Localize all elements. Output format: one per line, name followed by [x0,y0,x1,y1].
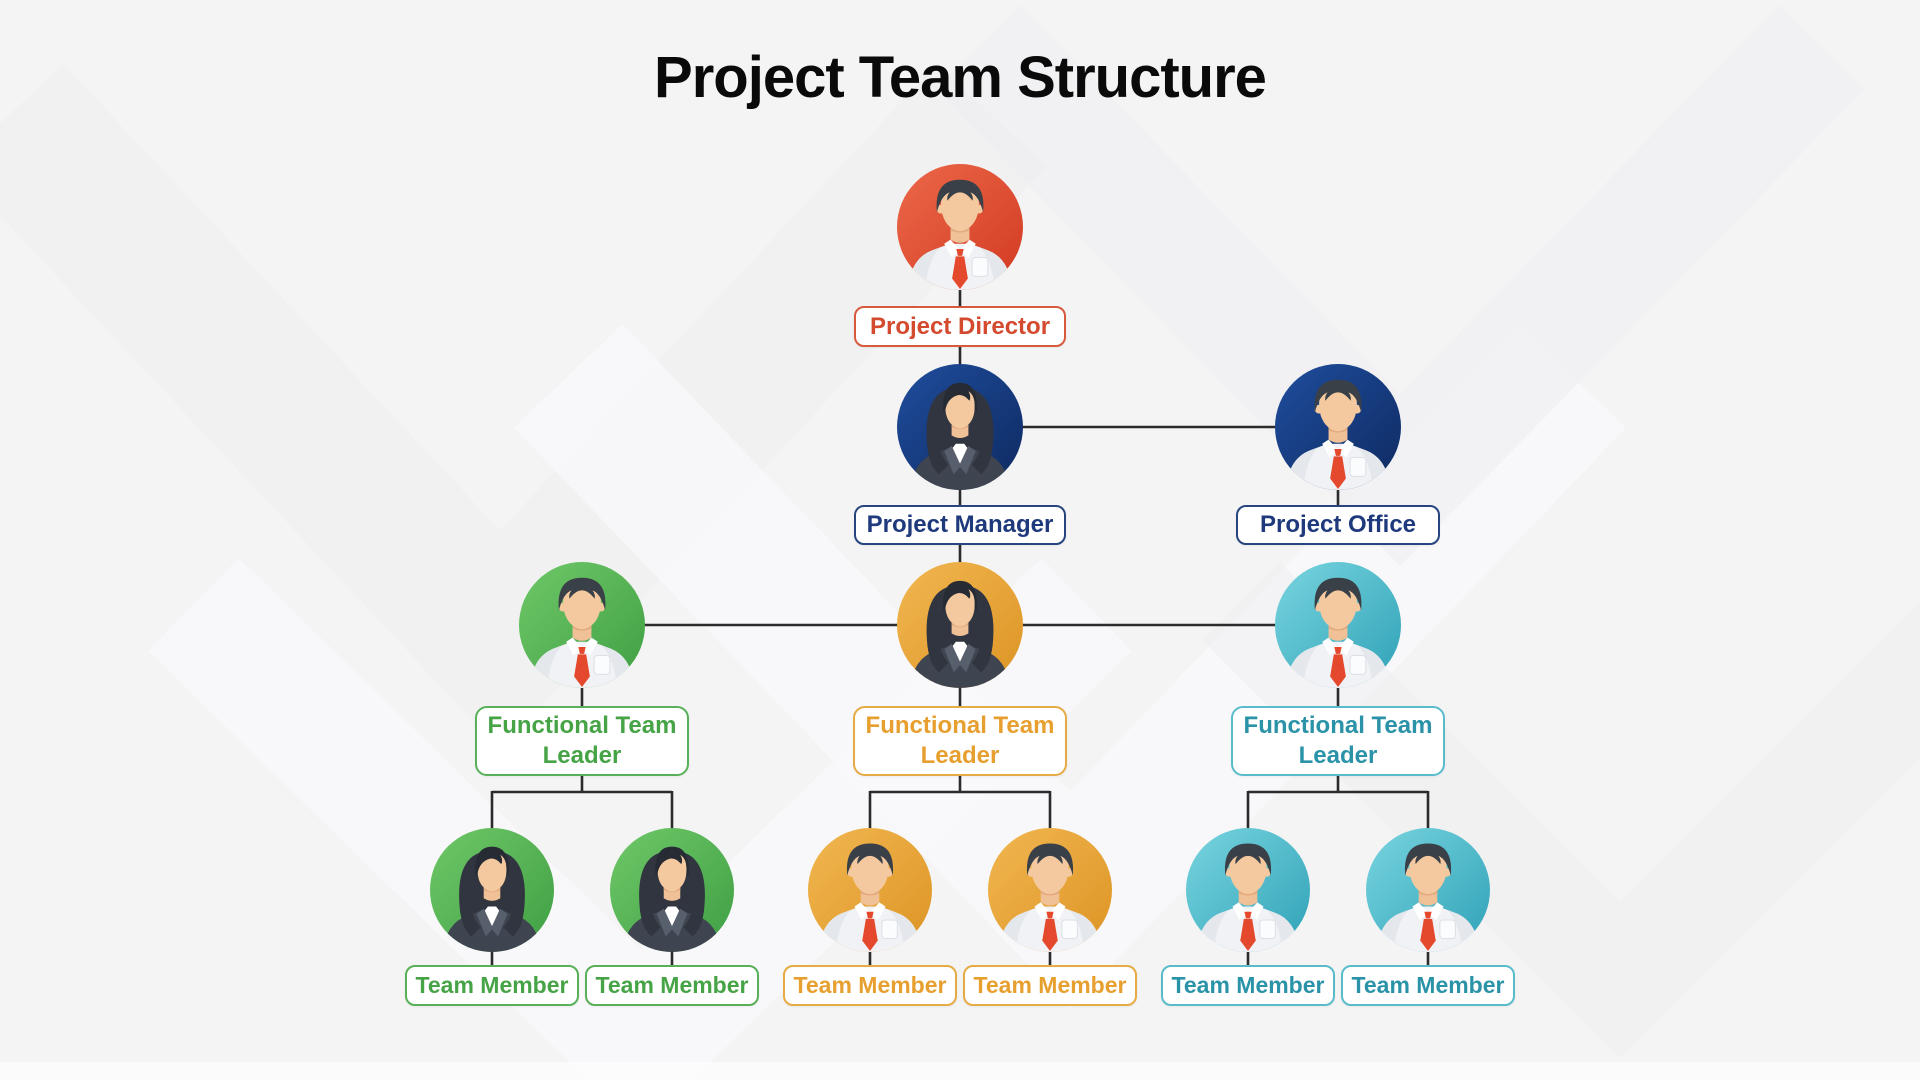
avatar-project-office-icon [1275,364,1401,490]
label-functional-team-leader-teal: Functional Team Leader [1231,706,1445,776]
avatar-functional-team-leader-teal-icon [1275,562,1401,688]
label-project-office: Project Office [1236,505,1440,545]
label-team-member-green-2: Team Member [585,965,759,1006]
avatar-project-director-icon [897,164,1023,290]
label-team-member-green-1: Team Member [405,965,579,1006]
avatar-functional-team-leader-amber-icon [897,562,1023,688]
avatar-team-member-amber-1-icon [808,828,932,952]
label-team-member-teal-1: Team Member [1161,965,1335,1006]
avatar-team-member-teal-1-icon [1186,828,1310,952]
avatar-team-member-amber-2-icon [988,828,1112,952]
label-project-manager: Project Manager [854,505,1066,545]
label-team-member-teal-2: Team Member [1341,965,1515,1006]
label-team-member-amber-2: Team Member [963,965,1137,1006]
connector-group [490,288,1430,966]
label-project-director: Project Director [854,306,1066,347]
label-functional-team-leader-green: Functional Team Leader [475,706,689,776]
avatar-functional-team-leader-green-icon [519,562,645,688]
avatar-team-member-green-1-icon [430,828,554,952]
label-team-member-amber-1: Team Member [783,965,957,1006]
page-title: Project Team Structure [654,45,1267,110]
avatar-team-member-teal-2-icon [1366,828,1490,952]
avatar-project-manager-icon [897,364,1023,490]
avatar-team-member-green-2-icon [610,828,734,952]
label-functional-team-leader-amber: Functional Team Leader [853,706,1067,776]
